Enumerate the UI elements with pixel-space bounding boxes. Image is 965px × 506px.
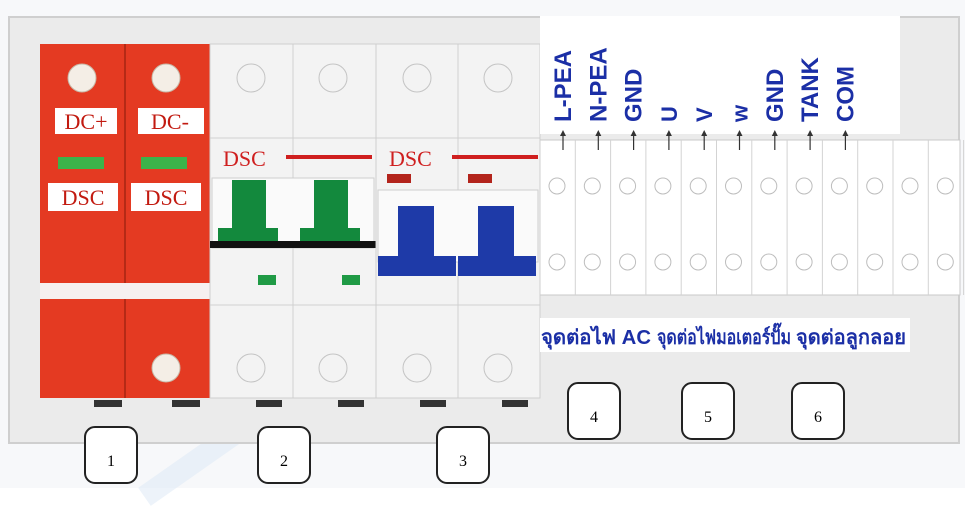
screw-icon (236, 353, 266, 383)
terminal-label: GND (621, 69, 648, 122)
terminal-label: L-PEA (550, 50, 577, 122)
terminal-screw-icon (654, 253, 672, 271)
dc-minus-label: DC- (151, 109, 189, 134)
callout-number: 1 (107, 453, 115, 470)
float-caption: จุดต่อลูกลอย (796, 327, 906, 351)
screw-icon (67, 63, 97, 93)
terminal-screw-icon (901, 253, 919, 271)
screw-icon (402, 353, 432, 383)
surge-protector: DC+ DC- DSC DSC (40, 44, 210, 407)
terminal-screw-icon (830, 177, 848, 195)
terminal-screw-icon (725, 177, 742, 195)
callout-box (567, 382, 621, 440)
terminal-screw-icon (548, 177, 566, 195)
breaker-handle (458, 206, 536, 276)
terminal-screw-icon (654, 177, 672, 195)
terminal-screw-icon (830, 253, 848, 271)
breaker-handle (218, 180, 278, 242)
terminal-screw-icon (795, 253, 813, 271)
breaker-brand-label: DSC (389, 146, 432, 171)
indicator (258, 275, 276, 285)
arrow-head-icon (807, 130, 814, 136)
wiring-diagram: DC+ DC- DSC DSC DSC (40, 16, 965, 484)
indicator (387, 174, 411, 183)
screw-icon (483, 353, 513, 383)
terminal-label: N-PEA (585, 47, 612, 122)
callout-box (681, 382, 735, 440)
spd-brand-label: DSC (145, 185, 188, 210)
terminal-screw-icon (689, 253, 707, 271)
terminal-screw-icon (548, 253, 566, 271)
spd-brand-plate (48, 183, 118, 211)
spd-divider (40, 283, 210, 299)
dc-minus-plate (138, 108, 204, 134)
dc-plus-plate (55, 108, 117, 134)
terminal-label: U (657, 106, 682, 122)
screw-icon (318, 63, 348, 93)
arrow-head-icon (560, 130, 566, 136)
terminal-screw-icon (936, 253, 954, 271)
callout-number: 3 (459, 453, 467, 470)
breaker-handle (378, 206, 456, 276)
terminal-screw-icon (725, 253, 742, 271)
breaker-handle (300, 180, 360, 242)
terminal-label: V (692, 107, 717, 122)
terminal-strip (539, 139, 961, 296)
dc-plus-label: DC+ (65, 109, 108, 134)
terminal-label: w (728, 104, 753, 123)
callout-box (257, 426, 311, 484)
terminal-screw-icon (760, 253, 778, 271)
screw-icon (318, 353, 348, 383)
terminal-screw-icon (760, 177, 778, 195)
terminal-screw-icon (866, 253, 884, 271)
screw-icon (236, 63, 266, 93)
callout-box (84, 426, 138, 484)
callout-box (791, 382, 845, 440)
arrow-head-icon (736, 130, 743, 136)
status-window (141, 157, 187, 169)
callout-number: 6 (814, 409, 822, 426)
arrow-head-icon (842, 130, 849, 136)
callout-number: 5 (704, 409, 712, 426)
terminal-screw-icon (689, 177, 707, 195)
terminal-label: GND (762, 69, 789, 122)
terminal-screw-icon (866, 177, 884, 195)
arrow-head-icon (595, 130, 602, 136)
screw-icon (151, 63, 181, 93)
terminal-screw-icon (619, 177, 637, 195)
screw-icon (483, 63, 513, 93)
terminal-screw-icon (619, 253, 637, 271)
terminal-screw-icon (583, 177, 601, 195)
indicator (342, 275, 360, 285)
breaker-brand-label: DSC (223, 146, 266, 171)
ac-input-caption: จุดต่อไฟ AC (541, 325, 651, 350)
arrow-head-icon (701, 130, 708, 136)
terminal-screw-icon (795, 177, 813, 195)
terminal-screw-icon (901, 177, 919, 195)
terminal-label: COM (832, 66, 859, 122)
dc-breaker-blue: DSC (375, 43, 541, 407)
indicator (468, 174, 492, 183)
status-window (58, 157, 104, 169)
screw-icon (402, 63, 432, 93)
terminal-screw-icon (936, 177, 954, 195)
terminal-screw-icon (583, 253, 601, 271)
arrow-head-icon (771, 130, 778, 136)
callout-number: 4 (590, 409, 598, 426)
spd-brand-label: DSC (62, 185, 105, 210)
caption-backdrop (540, 318, 910, 352)
terminal-label: TANK (797, 56, 824, 122)
callout-number: 2 (280, 453, 288, 470)
arrow-head-icon (630, 130, 637, 136)
dc-breaker-green: DSC (209, 43, 377, 407)
screw-icon (151, 353, 181, 383)
label-backdrop (540, 16, 900, 134)
arrow-head-icon (665, 130, 672, 136)
motor-caption: จุดต่อไฟมอเตอร์ปั๊ม (657, 322, 791, 350)
callout-box (436, 426, 490, 484)
diagram-stage: DC+ DC- DSC DSC DSC (8, 16, 965, 506)
spd-brand-plate (131, 183, 201, 211)
